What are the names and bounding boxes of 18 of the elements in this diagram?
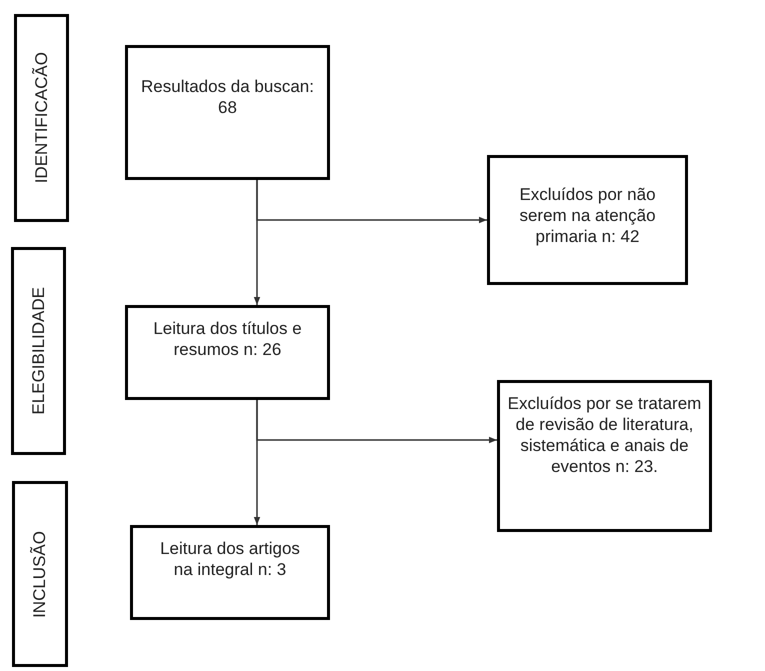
box-text: Resultados da buscan: 68: [140, 76, 315, 118]
stage-box: [12, 481, 68, 667]
stage-label: INCLUSÃO: [29, 530, 50, 618]
arrow: [256, 400, 497, 444]
box-text: Leitura dos artigos na integral n: 3: [159, 538, 301, 580]
stage-box: [14, 14, 69, 222]
stage-box: [11, 247, 66, 455]
stage-label: ELEGIBILIDADE: [28, 287, 49, 415]
process-box: [487, 155, 688, 285]
process-box: [497, 380, 712, 532]
process-box: [125, 305, 330, 400]
process-box: [130, 525, 330, 620]
stage-label: IDENTIFICACÃO: [30, 52, 52, 184]
arrow: [256, 180, 487, 224]
box-text: Excluídos por não serem na atenção primaria n: 42: [518, 184, 657, 247]
process-box: [125, 45, 330, 180]
box-text: Excluídos por se tratarem de revisão de literatura, sistemática e anais de eventos n: 23.: [506, 393, 702, 477]
box-text: Leitura dos títulos e resumos n: 26: [152, 318, 303, 360]
